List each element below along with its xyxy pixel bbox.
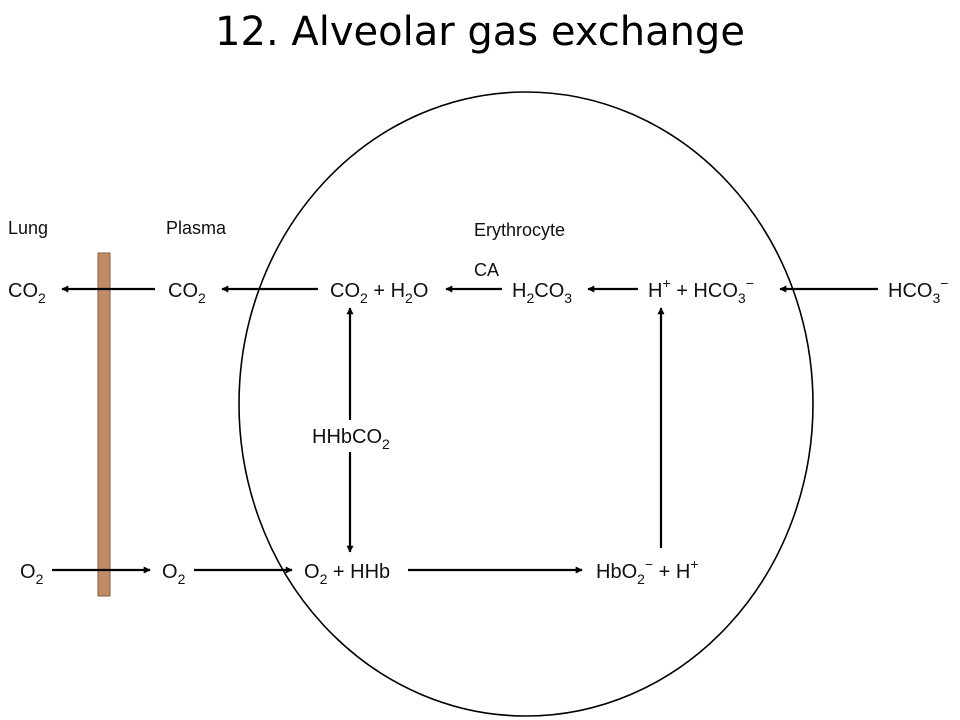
species-hbo2-h: HbO2− + H+ xyxy=(596,556,699,587)
species-plasma-hco3: HCO3− xyxy=(888,275,948,306)
alveolar-membrane xyxy=(97,252,111,597)
species-plasma-o2: O2 xyxy=(162,561,186,587)
label-lung: Lung xyxy=(8,218,48,238)
erythrocyte-outline xyxy=(238,91,814,717)
species-lung-o2: O2 xyxy=(20,561,44,587)
species-o2-hhb: O2 + HHb xyxy=(304,561,390,587)
label-enzyme-ca: CA xyxy=(474,260,499,280)
species-h-hco3: H+ + HCO3− xyxy=(648,275,754,306)
species-hhbco2: HHbCO2 xyxy=(312,426,390,452)
species-plasma-co2: CO2 xyxy=(168,280,206,306)
species-lung-co2: CO2 xyxy=(8,280,46,306)
page-title: 12. Alveolar gas exchange xyxy=(215,9,745,55)
species-h2co3: H2CO3 xyxy=(512,280,572,306)
species-co2-h2o: CO2 + H2O xyxy=(330,280,428,306)
label-plasma: Plasma xyxy=(166,218,227,238)
label-erythrocyte: Erythrocyte xyxy=(474,220,565,240)
